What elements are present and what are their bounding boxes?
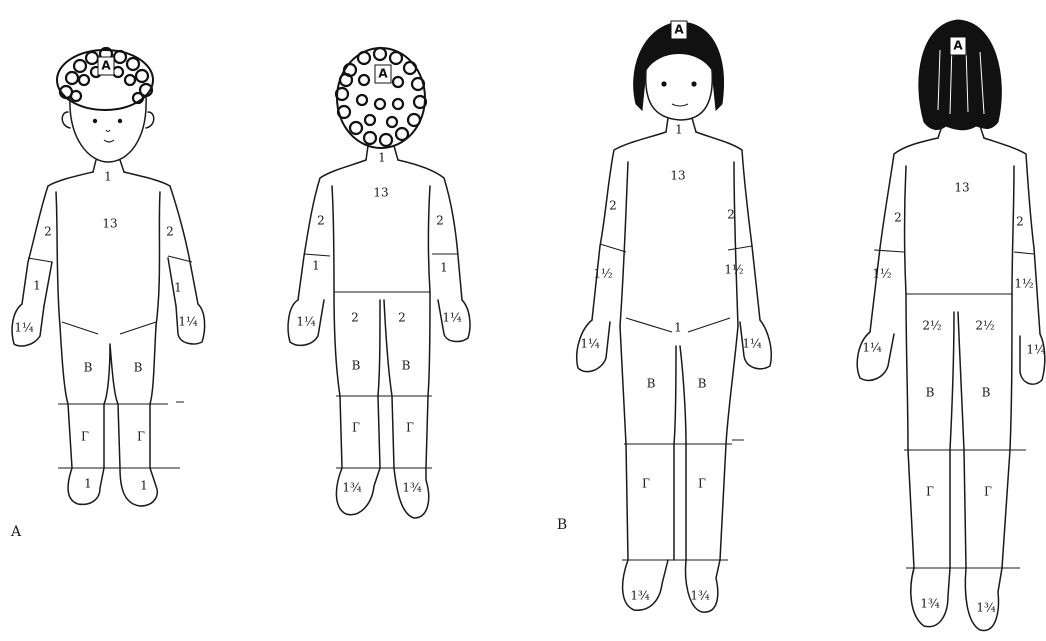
panel-letter-b: B	[557, 517, 567, 533]
label-b-front-hand-left: 1¼	[580, 337, 600, 351]
label-b-back-upper-arm-right: 2	[1016, 215, 1024, 229]
label-a-front-upper-arm-right: 2	[166, 225, 174, 239]
figure-b-back	[857, 20, 1045, 630]
label-b-back-hand-left: 1¼	[862, 341, 882, 355]
label-a-front-thigh-left: B	[84, 361, 93, 375]
label-a-back-shin-right: Г	[406, 421, 414, 435]
label-b-back-forearm-right: 1½	[1014, 277, 1033, 291]
label-a-front-forearm-left: 1	[33, 279, 41, 293]
label-b-back-shin-left: Г	[926, 485, 934, 499]
label-b-back-thigh-right: B	[982, 386, 991, 400]
label-a-back-hand-left: 1¼	[296, 315, 316, 329]
label-a-front-foot-left: 1	[84, 477, 92, 491]
label-a-back-head: A	[378, 67, 388, 81]
label-a-back-forearm-left: 1	[312, 259, 320, 273]
label-a-front-neck: 1	[104, 170, 112, 184]
label-a-front-trunk: 13	[102, 217, 117, 231]
label-b-front-head: A	[674, 23, 684, 37]
label-b-back-shin-right: Г	[984, 485, 992, 499]
label-a-back-upper-arm-right: 2	[436, 214, 444, 228]
label-b-front-shin-right: Г	[698, 477, 706, 491]
label-b-front-forearm-right: 1½	[724, 263, 743, 277]
figure-b-front	[577, 22, 772, 612]
panel-letter-a: A	[10, 524, 22, 540]
label-a-back-foot-left: 1¾	[342, 481, 362, 495]
curly-hair-back	[336, 48, 426, 148]
label-a-back-thigh-right: B	[402, 359, 411, 373]
label-a-front-hand-left: 1¼	[14, 321, 34, 335]
label-b-front-forearm-left: 1½	[593, 267, 612, 281]
label-a-back-buttock-left: 2	[351, 311, 359, 325]
label-a-back-buttock-right: 2	[398, 311, 406, 325]
label-a-front-shin-left: Г	[81, 430, 89, 444]
label-a-back-neck: 1	[378, 151, 386, 165]
label-a-back-upper-arm-left: 2	[317, 214, 325, 228]
label-a-front-thigh-right: B	[134, 361, 143, 375]
figure-a-front	[12, 48, 205, 506]
label-a-back-forearm-right: 1	[440, 261, 448, 275]
label-b-front-thigh-right: B	[698, 377, 707, 391]
label-a-front-forearm-right: 1	[174, 281, 182, 295]
label-b-back-head: A	[953, 39, 963, 53]
label-a-front-upper-arm-left: 2	[44, 225, 52, 239]
label-b-front-groin: 1	[674, 321, 682, 335]
label-b-back-upper-arm-left: 2	[894, 211, 902, 225]
label-b-front-foot-right: 1¾	[690, 589, 710, 603]
figure-a-back	[288, 48, 470, 518]
label-b-back-foot-right: 1¾	[976, 601, 996, 615]
label-a-front-shin-right: Г	[137, 430, 145, 444]
label-b-front-trunk: 13	[670, 169, 685, 183]
label-b-front-neck: 1	[675, 123, 683, 137]
label-a-back-trunk: 13	[373, 186, 388, 200]
label-a-front-head: A	[101, 59, 111, 73]
label-a-back-shin-left: Г	[352, 421, 360, 435]
label-a-front-foot-right: 1	[140, 479, 148, 493]
label-b-back-buttock-right: 2½	[975, 319, 994, 333]
label-b-back-trunk: 13	[954, 181, 969, 195]
label-a-back-thigh-left: B	[352, 359, 361, 373]
label-b-front-thigh-left: B	[647, 377, 656, 391]
label-b-back-foot-left: 1¾	[920, 597, 940, 611]
region-labels: A 1 13 2 2 1 1 1¼ 1¼ B B Г Г 1 1 A 1 13 2 2 1 1 1¼ 1¼ 2 2B B Г Г 1¾ 1¾…	[14, 21, 1046, 615]
label-b-front-foot-left: 1¾	[630, 589, 650, 603]
label-b-front-upper-arm-left: 2	[609, 199, 617, 213]
label-b-front-upper-arm-right: 2	[727, 208, 735, 222]
label-b-back-thigh-left: B	[926, 386, 935, 400]
label-b-back-buttock-left: 2½	[922, 319, 941, 333]
label-b-back-hand-right: 1¼	[1026, 343, 1046, 357]
label-b-front-shin-left: Г	[642, 477, 650, 491]
label-a-back-foot-right: 1¾	[402, 481, 422, 495]
label-a-back-hand-right: 1¼	[442, 311, 462, 325]
label-b-front-hand-right: 1¼	[742, 337, 762, 351]
label-b-back-forearm-left: 1½	[872, 267, 891, 281]
label-a-front-hand-right: 1¼	[178, 315, 198, 329]
